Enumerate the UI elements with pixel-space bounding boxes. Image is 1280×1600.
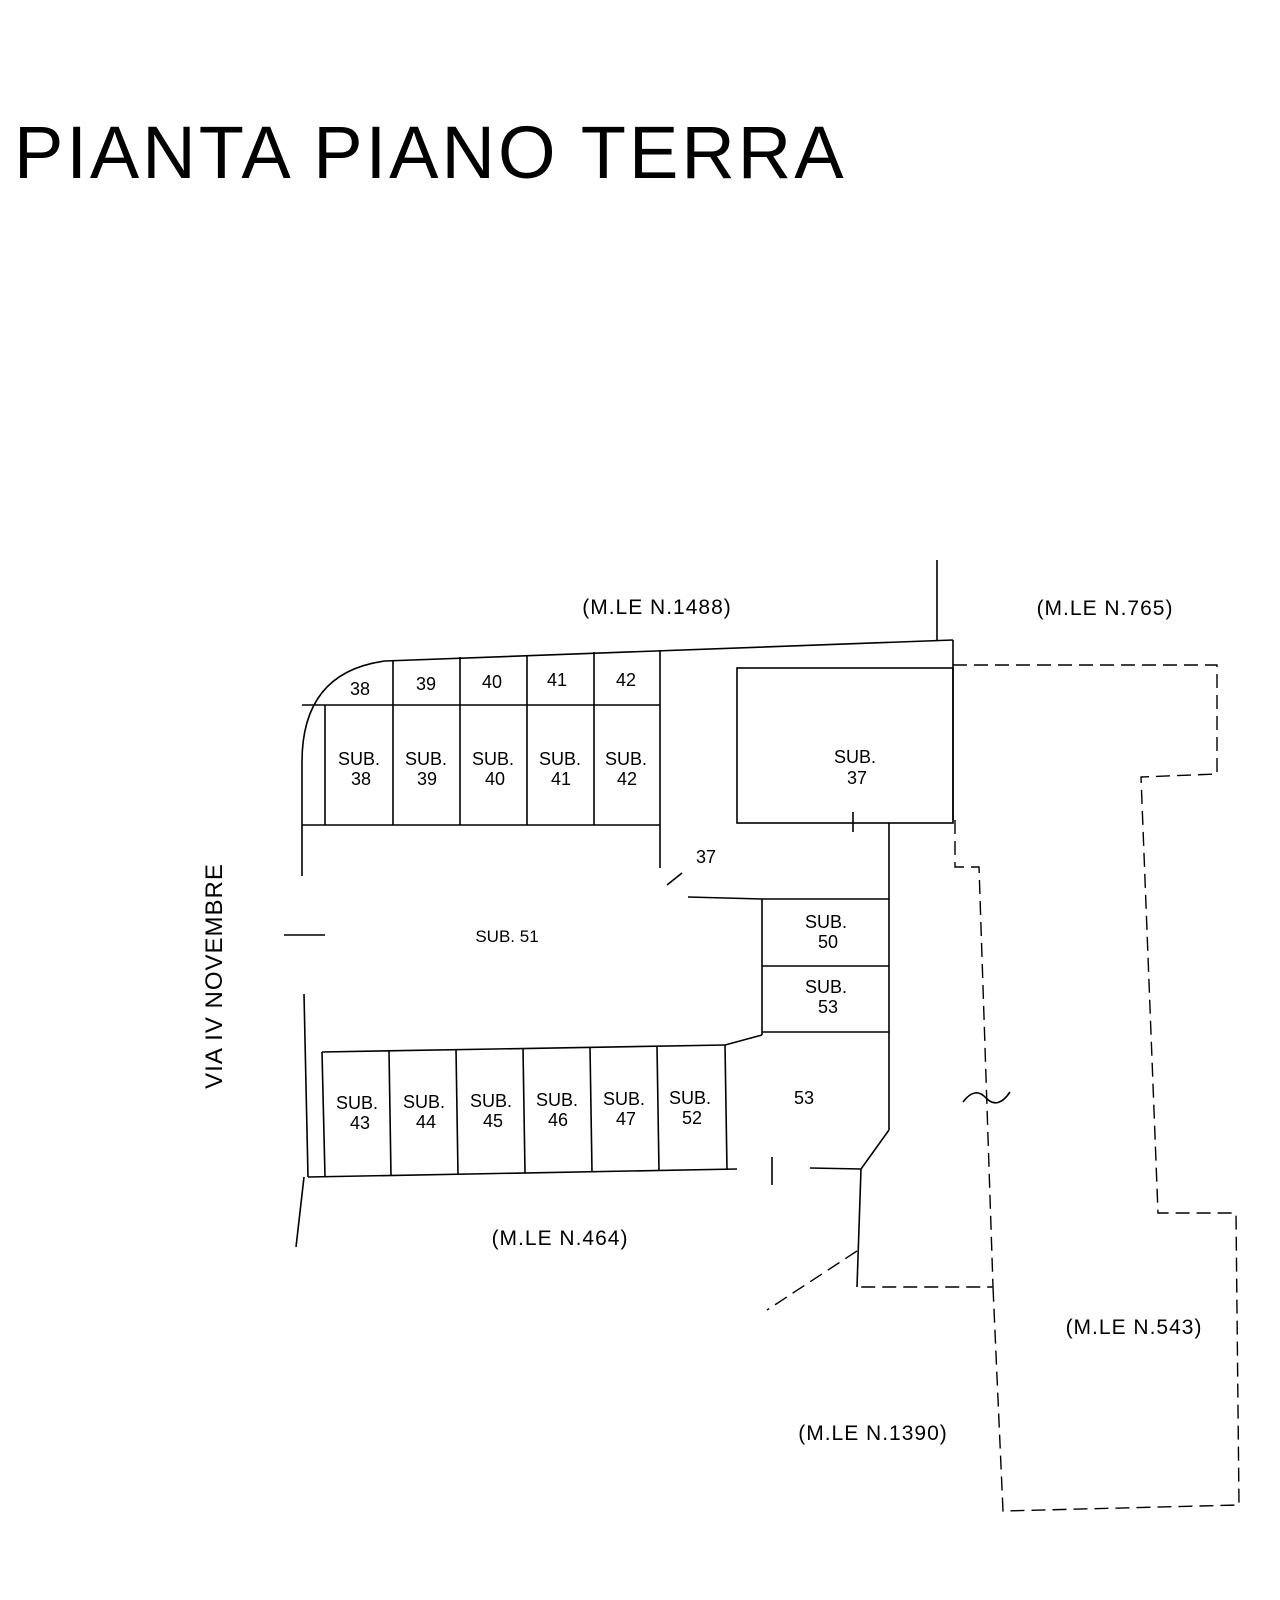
corridor-outline [659,825,763,1046]
unit-sub-label: SUB. [403,1092,445,1112]
sub50-number-label: 50 [818,932,838,952]
unit-sub-label: SUB. [405,749,447,769]
top-row-number: 42 [616,670,636,690]
unit-number-label: 52 [682,1108,702,1128]
parcel-label-southeast: (M.LE N.1390) [798,1422,948,1445]
unit-sub-label: SUB. [605,749,647,769]
unit-number-label: 43 [350,1113,370,1133]
unit-sub-label: SUB. [336,1093,378,1113]
page-title: PIANTA PIANO TERRA [14,111,847,194]
unit-sub-label: SUB. [470,1091,512,1111]
other-labels: SUB. 37 37 SUB. 51 SUB. 50 SUB. 53 53 [475,747,876,1108]
sub51-label: SUB. 51 [475,927,538,946]
top-row-number: 40 [482,672,502,692]
top-row-number: 38 [350,679,370,699]
unit-sub-label: SUB. [669,1088,711,1108]
top-units-labels: SUB. 38 SUB. 39 SUB. 40 SUB. 41 SUB. 42 [338,749,647,789]
unit-sub-label: SUB. [472,749,514,769]
parcel-label-east: (M.LE N.543) [1066,1316,1203,1339]
bottom-units-labels: SUB. 43 SUB. 44 SUB. 45 SUB. 46 SUB. 47 … [336,1088,711,1133]
parcel-label-northeast: (M.LE N.765) [1037,597,1174,620]
unit-number-label: 42 [617,769,637,789]
unit-number-label: 44 [416,1112,436,1132]
unit-sub-label: SUB. [603,1089,645,1109]
unit-number-label: 39 [417,769,437,789]
unit-number-label: 47 [616,1109,636,1129]
unit-sub-label: SUB. [338,749,380,769]
street-label: VIA IV NOVEMBRE [201,863,228,1089]
top-row-numbers: 38 39 40 41 42 [350,670,636,699]
sub53-sub-label: SUB. [805,977,847,997]
sub37-sub-label: SUB. [834,747,876,767]
parcel-label-south: (M.LE N.464) [492,1227,629,1250]
unit-sub-label: SUB. [539,749,581,769]
unit-number-label: 40 [485,769,505,789]
top-units-block [302,650,661,826]
top-row-number: 41 [547,670,567,690]
sub37-number-label: 37 [847,768,867,788]
unit-number-label: 46 [548,1110,568,1130]
parcel-label-north: (M.LE N.1488) [582,596,732,619]
unit-number-label: 41 [551,769,571,789]
top-row-number: 39 [416,674,436,694]
sub50-53-block [762,898,890,1170]
building-outline [284,560,954,1248]
sub37-block [736,667,954,1130]
unit-number-label: 45 [483,1111,503,1131]
label-37: 37 [696,847,716,867]
sub53-number-label: 53 [818,997,838,1017]
label-53: 53 [794,1088,814,1108]
bottom-units-block [307,1044,862,1288]
property-boundaries [766,664,1240,1512]
unit-sub-label: SUB. [536,1090,578,1110]
sub50-sub-label: SUB. [805,912,847,932]
unit-number-label: 38 [351,769,371,789]
